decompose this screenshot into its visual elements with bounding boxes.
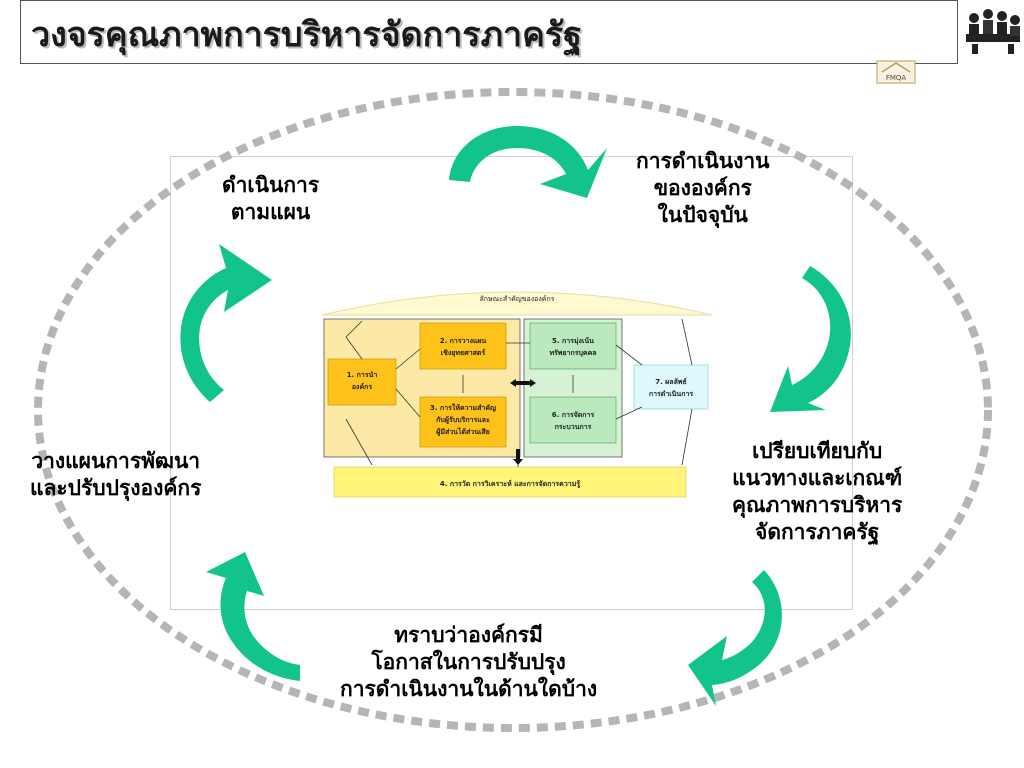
box-strategic-planning-line1: 2. การวางแผน [440,337,487,345]
framework-double-arrow [510,379,536,387]
title-box: วงจรคุณภาพการบริหารจัดการภาครัฐ [20,0,958,64]
box-results-line2: การดำเนินการ [649,390,694,398]
box-results-line1: 7. ผลลัพธ์ [655,377,687,386]
box-process-management-line2: กระบวนการ [555,423,592,431]
box-results [633,364,709,410]
framework-down-arrow [513,449,523,465]
cycle-step-compare-line3: คุณภาพการบริหาร [732,492,903,517]
cycle-arrow-left [180,244,272,402]
cycle-step-opportunities: ทราบว่าองค์กรมี โอกาสในการปรับปรุง การดำ… [340,622,597,703]
cycle-arrow-bottom-left [206,552,300,681]
box-strategic-planning-line2: เชิงยุทธศาสตร์ [441,348,486,357]
cycle-step-execute-line2: ตามแผน [230,199,311,224]
box-leadership-line2: องค์กร [352,382,373,391]
cycle-arrows [180,126,851,706]
box-measurement-label: 4. การวัด การวิเคราะห์ และการจัดการความร… [440,479,580,489]
cycle-step-opportunities-line1: ทราบว่าองค์กรมี [394,623,543,647]
box-customer-focus-line1: 3. การให้ความสำคัญ [430,403,496,412]
pmqa-framework-diagram: ลักษณะสำคัญขององค์กร 1. การนำ องค์กร 2. … [322,291,712,498]
cycle-step-current-operation: การดำเนินงาน ขององค์กร ในปัจจุบัน [636,148,770,229]
box-measurement [333,466,687,498]
framework-connectors [345,318,693,467]
cycle-step-plan-line2: และปรับปรุงองค์กร [30,475,202,500]
box-customer-focus [419,396,507,448]
cycle-step-execute: ดำเนินการ ตามแผน [222,172,319,226]
box-customer-focus-line2: กับผู้รับบริการและ [436,415,490,425]
cycle-step-current-operation-line1: การดำเนินงาน [636,149,770,173]
cycle-step-current-operation-line3: ในปัจจุบัน [657,202,748,227]
page-title: วงจรคุณภาพการบริหารจัดการภาครัฐ [31,15,582,55]
box-hr-focus [529,322,617,370]
cycle-step-opportunities-line2: โอกาสในการปรับปรุง [371,649,566,674]
cycle-arrow-bottom-right [688,570,782,706]
box-customer-focus-line3: ผู้มีส่วนได้ส่วนเสีย [436,427,490,437]
cycle-arrow-right [770,266,851,412]
cycle-step-compare-line1: เปรียบเทียบกับ [752,439,883,463]
cycle-dashed-ring [34,88,992,732]
cycle-step-compare-line2: แนวทางและเกณฑ์ [732,465,903,490]
cycle-step-compare: เปรียบเทียบกับ แนวทางและเกณฑ์ คุณภาพการบ… [732,438,902,546]
cycle-step-current-operation-line2: ขององค์กร [653,175,752,200]
cycle-step-plan-line1: วางแผนการพัฒนา [31,449,201,473]
framework-header-label: ลักษณะสำคัญขององค์กร [480,295,555,303]
box-hr-focus-line1: 5. การมุ่งเน้น [552,336,594,345]
cycle-step-execute-line1: ดำเนินการ [222,173,320,197]
meeting-people-logo [962,4,1024,56]
box-process-management [529,396,617,444]
fmqa-logo-text: FMQA [886,74,907,82]
cycle-arrow-top [449,126,607,198]
box-strategic-planning [419,322,507,370]
cycle-step-plan: วางแผนการพัฒนา และปรับปรุงองค์กร [30,448,201,502]
box-leadership [327,358,397,406]
box-leadership-line1: 1. การนำ [347,371,378,379]
framework-header-arch [322,291,712,316]
cycle-step-compare-line4: จัดการภาครัฐ [755,519,880,544]
fmqa-logo: FMQA [876,60,916,84]
box-process-management-line1: 6. การจัดการ [552,411,595,419]
cycle-step-opportunities-line3: การดำเนินงานในด้านใดบ้าง [340,676,598,701]
box-hr-focus-line2: ทรัพยากรบุคคล [549,349,596,357]
